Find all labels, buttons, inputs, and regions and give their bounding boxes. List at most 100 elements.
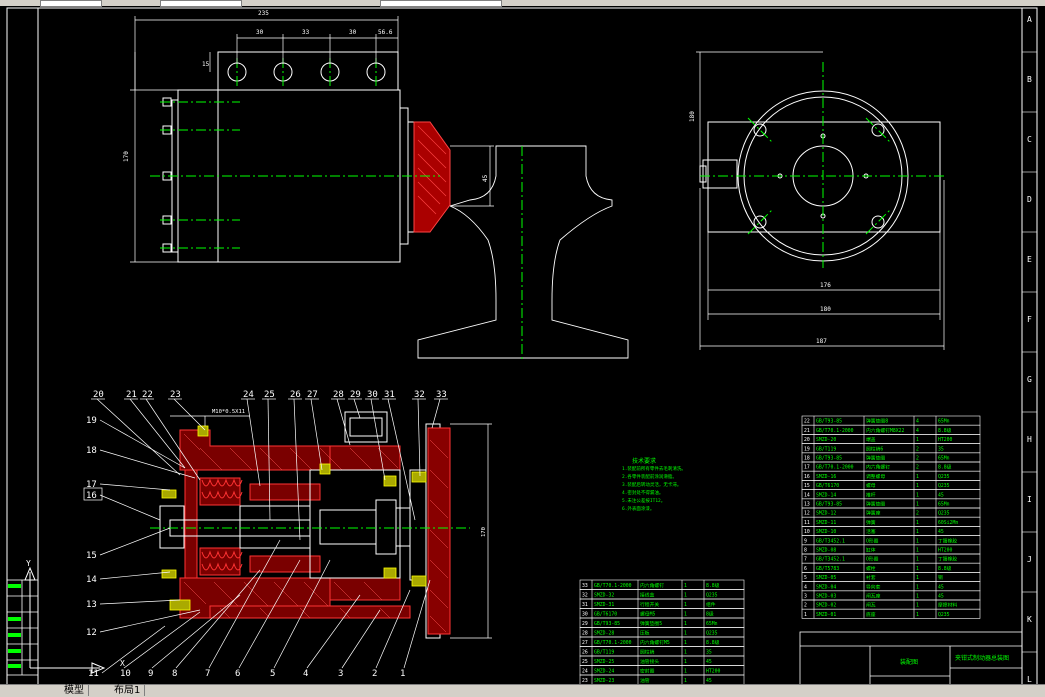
bom-cell: 60Si2Mn bbox=[938, 520, 958, 526]
bom-cell: 45 bbox=[938, 594, 944, 600]
bom-cell: 1 bbox=[916, 612, 919, 618]
bom-cell: 8.8级 bbox=[706, 582, 720, 589]
note-line: 3.装配后转动灵活，无卡滞。 bbox=[622, 481, 681, 488]
bom-cell: 1 bbox=[916, 483, 919, 489]
bom-cell: 1 bbox=[916, 594, 919, 600]
bom-cell: HT200 bbox=[938, 437, 953, 443]
bom-cell: 1 bbox=[916, 575, 919, 581]
part-number-label: 2 bbox=[372, 669, 377, 679]
bom-cell: GB/T70.1-2000 bbox=[816, 465, 854, 471]
bom-cell: SMZD-23 bbox=[594, 678, 614, 684]
dim-235: 235 bbox=[258, 10, 269, 17]
bom-cell: SMZD-24 bbox=[594, 669, 614, 675]
bom-cell: 1 bbox=[684, 621, 687, 627]
toolbar-field[interactable] bbox=[40, 0, 102, 7]
bom-cell: SMZD-14 bbox=[816, 492, 836, 498]
bom-cell: 1 bbox=[916, 474, 919, 480]
bom-cell: 圆柱销 bbox=[640, 649, 655, 656]
bom-cell: 油管 bbox=[640, 677, 650, 684]
bom-cell: 接线盒 bbox=[640, 592, 655, 599]
bom-cell: HT200 bbox=[706, 669, 721, 675]
bom-cell: 1 bbox=[916, 603, 919, 609]
bom-cell: 8.8级 bbox=[938, 565, 952, 572]
bom-cell: 1 bbox=[916, 557, 919, 563]
bom-cell: 闸瓦 bbox=[866, 602, 876, 609]
bom-cell: 弹簧垫圈8 bbox=[866, 418, 888, 425]
border-letter: H bbox=[1027, 435, 1032, 444]
tab-layout1[interactable]: 布局1 bbox=[110, 685, 146, 696]
layout-tab-bar: 模型 布局1 bbox=[0, 684, 1045, 697]
bom-cell: GB/T93-85 bbox=[816, 502, 842, 508]
bom-cell: SMZD-28 bbox=[594, 631, 614, 637]
bom-cell: 丁腈橡胶 bbox=[938, 537, 957, 544]
bom-cell: GB/T70.1-2000 bbox=[594, 640, 632, 646]
bom-cell: 3 bbox=[804, 594, 807, 600]
part-number-label: 25 bbox=[264, 390, 275, 400]
tab-model[interactable]: 模型 bbox=[60, 685, 89, 696]
bom-cell: 弹簧垫圈 bbox=[866, 455, 885, 462]
bom-cell: SMZD-02 bbox=[816, 603, 836, 609]
bom-cell: 35 bbox=[706, 650, 712, 656]
bom-cell: 8级 bbox=[706, 611, 714, 618]
part-number-label: 9 bbox=[148, 669, 153, 679]
bom-cell: 32 bbox=[582, 593, 588, 599]
bom-cell: 导向套 bbox=[866, 583, 881, 590]
bom-cell: 闸瓦座 bbox=[866, 593, 881, 600]
note-line: 1.装配前所有零件去毛刺清洗。 bbox=[622, 465, 686, 472]
bom-cell: 65Mn bbox=[938, 456, 950, 462]
bom-cell: 弹簧座 bbox=[866, 510, 881, 517]
part-number-label: 22 bbox=[142, 390, 153, 400]
bom-cell: 4 bbox=[916, 428, 919, 434]
bom-cell: 2 bbox=[916, 446, 919, 452]
bom-cell: 1 bbox=[684, 612, 687, 618]
bom-cell: SMZD-01 bbox=[816, 612, 836, 618]
border-letter: I bbox=[1027, 495, 1032, 504]
border-letter: F bbox=[1027, 315, 1032, 324]
bom-cell: 29 bbox=[582, 621, 588, 627]
bom-cell: 2 bbox=[804, 603, 807, 609]
bom-cell: 21 bbox=[804, 428, 810, 434]
bom-cell: 1 bbox=[916, 548, 919, 554]
bom-cell: SMZD-31 bbox=[594, 602, 614, 608]
bom-cell: SMZD-08 bbox=[816, 548, 836, 554]
svg-text:33: 33 bbox=[302, 29, 310, 36]
bom-cell: 1 bbox=[916, 520, 919, 526]
part-number-label: 15 bbox=[86, 551, 97, 561]
bom-cell: 15 bbox=[804, 483, 810, 489]
toolbar-field[interactable] bbox=[160, 0, 242, 7]
bom-cell: 密封圈 bbox=[640, 668, 655, 675]
svg-text:180: 180 bbox=[820, 306, 831, 313]
top-toolbar-strip bbox=[0, 0, 1045, 7]
part-number-label: 26 bbox=[290, 390, 301, 400]
part-number-label: 3 bbox=[338, 669, 343, 679]
bom-cell: 内六角螺钉M5 bbox=[640, 639, 670, 646]
border-letter: K bbox=[1027, 615, 1032, 624]
bom-cell: 1 bbox=[684, 593, 687, 599]
bom-cell: 弹簧垫圈5 bbox=[640, 620, 662, 627]
toolbar-field[interactable] bbox=[380, 0, 502, 7]
border-letter: L bbox=[1027, 675, 1032, 684]
bom-cell: 内六角螺钉 bbox=[866, 464, 890, 471]
part-number-label: 29 bbox=[350, 390, 361, 400]
front-view: 235 30 33 30 56.6 15 170 45 bbox=[123, 10, 629, 362]
bom-cell: 1 bbox=[684, 669, 687, 675]
svg-text:30: 30 bbox=[349, 29, 357, 36]
part-number-label: 8 bbox=[172, 669, 177, 679]
ucs-y-label: Y bbox=[26, 559, 31, 568]
part-number-label: 13 bbox=[86, 600, 97, 610]
bom-cell: 衬套 bbox=[866, 574, 876, 581]
bom-cell: SMZD-05 bbox=[816, 575, 836, 581]
bom-cell: SMZD-03 bbox=[816, 594, 836, 600]
bom-cell: 65Mn bbox=[706, 621, 718, 627]
border-letter: D bbox=[1027, 195, 1032, 204]
bom-row bbox=[801, 608, 981, 619]
bom-cell: GB/T5783 bbox=[816, 566, 839, 572]
bom-cell: GB/T93-85 bbox=[816, 419, 842, 425]
bom-cell: SMZD-10 bbox=[816, 529, 836, 535]
bom-cell: 33 bbox=[582, 583, 588, 589]
bom-cell: 24 bbox=[582, 669, 588, 675]
part-number-label: 19 bbox=[86, 416, 97, 426]
part-number-label: 12 bbox=[86, 628, 97, 638]
